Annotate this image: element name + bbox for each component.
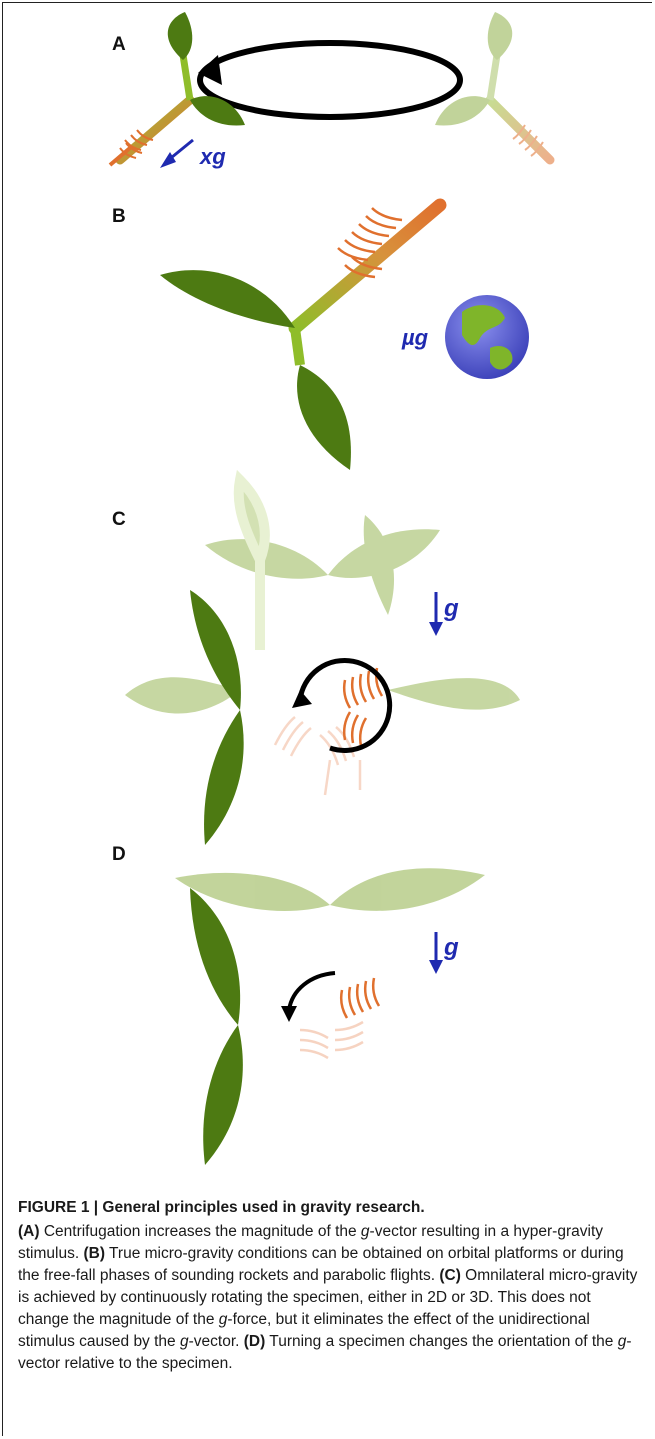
earth-icon [445,295,529,379]
panel-a-label: A [112,34,126,55]
panel-d: D g [112,844,485,1165]
g-label-d: g [443,934,459,961]
figure-caption: FIGURE 1 | General principles used in gr… [18,1197,642,1375]
seedling-c-main [190,590,440,845]
caption-tag-c: (C) [439,1267,461,1284]
centrifuge-ellipse [198,43,460,117]
seedling-b [160,205,440,470]
caption-title: FIGURE 1 | General principles used in gr… [18,1197,642,1219]
hypergravity-arrow: xg [160,140,226,169]
panel-c: C [112,480,520,845]
caption-tag-b: (B) [83,1245,105,1262]
seedling-a-right [435,12,550,160]
panel-a: A xg [110,12,550,169]
g-label-c: g [443,595,459,622]
seedling-d-main [190,888,440,1165]
figure-illustration: A xg [0,0,655,1190]
caption-tag-a: (A) [18,1223,40,1240]
caption-body: (A) Centrifugation increases the magnitu… [18,1221,642,1375]
xg-label: xg [199,144,226,169]
gravity-arrow-d: g [429,932,459,974]
micro-g-label: µg [401,325,429,350]
seedling-c-rotated-copies [125,480,520,795]
seedling-a-left [110,12,245,165]
panel-d-label: D [112,844,126,865]
panel-b-label: B [112,206,126,227]
panel-c-label: C [112,509,126,530]
panel-b: B µg [112,205,529,470]
gravity-arrow-c: g [429,592,459,636]
caption-tag-d: (D) [244,1333,266,1350]
